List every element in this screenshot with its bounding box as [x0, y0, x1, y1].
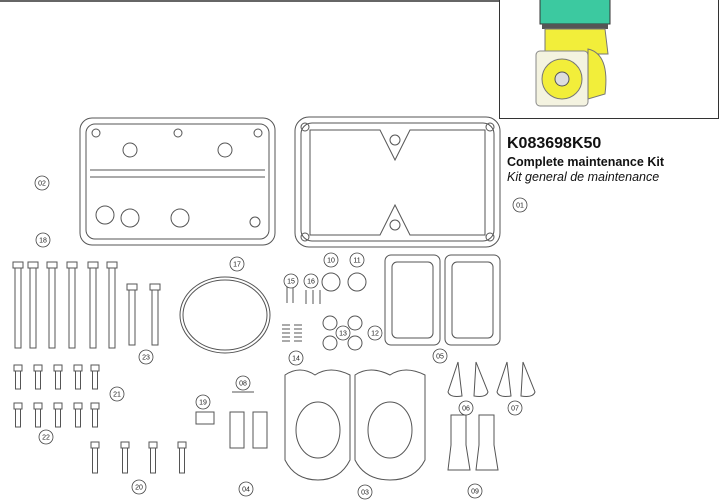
callout-10: 10 — [323, 252, 339, 268]
callout-22: 22 — [38, 429, 54, 445]
sealant-tubes — [447, 414, 499, 471]
bolt — [12, 261, 24, 349]
callout-label: 19 — [199, 400, 207, 407]
valve-plate-gasket — [79, 117, 276, 246]
callout-label: 03 — [361, 490, 369, 497]
o-ring — [179, 276, 271, 354]
bolt — [177, 441, 187, 474]
callout-15: 15 — [283, 273, 299, 289]
kit-name-spanish: Kit general de maintenance — [507, 170, 660, 184]
callout-label: 09 — [471, 489, 479, 496]
callout-13: 13 — [335, 325, 351, 341]
callout-08: 08 — [235, 375, 251, 391]
callout-label: 13 — [339, 331, 347, 338]
callout-label: 11 — [353, 258, 360, 265]
bolt — [27, 261, 39, 349]
bolt — [33, 364, 43, 390]
callout-09: 09 — [467, 483, 483, 499]
callout-label: 05 — [436, 354, 444, 361]
bolt — [13, 402, 23, 428]
bolt — [46, 261, 58, 349]
callout-label: 21 — [113, 392, 121, 399]
callout-label: 23 — [142, 355, 150, 362]
bolt — [53, 364, 63, 390]
callout-20: 20 — [131, 479, 147, 495]
callout-04: 04 — [238, 481, 254, 497]
callout-label: 04 — [242, 487, 250, 494]
cylinder-head-gasket — [294, 116, 501, 248]
callout-21: 21 — [109, 386, 125, 402]
callout-label: 20 — [135, 485, 143, 492]
callout-05: 05 — [432, 348, 448, 364]
bolt — [33, 402, 43, 428]
callout-18: 18 — [35, 232, 51, 248]
bolt — [126, 283, 138, 346]
callout-label: 12 — [371, 331, 379, 338]
callout-03: 03 — [357, 484, 373, 500]
callout-label: 06 — [462, 406, 470, 413]
bolt — [66, 261, 78, 349]
crankcase-gaskets — [284, 369, 426, 481]
callout-23: 23 — [138, 349, 154, 365]
callout-02: 02 — [34, 175, 50, 191]
bolt — [106, 261, 118, 349]
callout-label: 18 — [39, 238, 47, 245]
callout-01: 01 — [512, 197, 528, 213]
bolt — [90, 402, 100, 428]
bolt — [87, 261, 99, 349]
product-photo — [499, 0, 719, 119]
reed-valves — [447, 361, 536, 397]
callout-17: 17 — [229, 256, 245, 272]
callout-label: 07 — [511, 406, 519, 413]
bolt — [120, 441, 130, 474]
callout-06: 06 — [458, 400, 474, 416]
callout-label: 16 — [307, 279, 315, 286]
bolt — [73, 402, 83, 428]
bolt — [90, 364, 100, 390]
air-compressor-photo-icon — [535, 0, 611, 107]
bolt — [73, 364, 83, 390]
kit-part-number: K083698K50 — [507, 135, 602, 152]
callout-16: 16 — [303, 273, 319, 289]
callout-label: 17 — [233, 262, 241, 269]
callout-label: 15 — [287, 279, 295, 286]
bolt — [90, 441, 100, 474]
callout-07: 07 — [507, 400, 523, 416]
intake-gaskets — [384, 254, 501, 346]
bolt — [53, 402, 63, 428]
callout-12: 12 — [367, 325, 383, 341]
bolt — [149, 283, 161, 346]
bolt — [148, 441, 158, 474]
callout-label: 08 — [239, 381, 247, 388]
callout-label: 01 — [516, 203, 524, 210]
callout-label: 22 — [42, 435, 50, 442]
callout-label: 10 — [327, 258, 335, 265]
callout-11: 11 — [349, 252, 365, 268]
callout-label: 02 — [38, 181, 46, 188]
callout-label: 14 — [292, 356, 300, 363]
callout-19: 19 — [195, 394, 211, 410]
kit-name-english: Complete maintenance Kit — [507, 155, 664, 169]
callout-14: 14 — [288, 350, 304, 366]
bolt — [13, 364, 23, 390]
